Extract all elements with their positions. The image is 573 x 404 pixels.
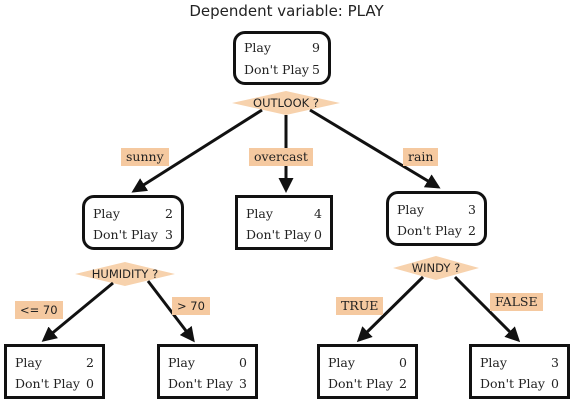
windy-split-label: WINDY ? <box>411 261 461 275</box>
edge-label-false: FALSE <box>490 293 543 311</box>
node-play-count: 2 <box>165 206 173 221</box>
node-dont-play-label: Don't Play <box>246 227 311 242</box>
edge-rain-true <box>356 275 425 343</box>
node-dont-play-count: 5 <box>312 62 320 77</box>
node-dont-play-label: Don't Play <box>480 376 545 391</box>
edge-root-rain <box>309 108 441 189</box>
node-play-label: Play <box>397 202 424 217</box>
node-play-label: Play <box>244 40 271 55</box>
humidity-split-label: HUMIDITY ? <box>91 267 159 281</box>
edge-label-gt70: > 70 <box>172 297 210 315</box>
edge-label-sunny: sunny <box>121 148 169 166</box>
node-dont-play-label: Don't Play <box>328 376 393 391</box>
node-play-count: 0 <box>399 355 407 370</box>
edge-label-rain: rain <box>403 148 439 166</box>
node-rain: Play 3 Don't Play 2 <box>386 191 487 246</box>
edge-label-true: TRUE <box>336 297 384 315</box>
node-dont-play-label: Don't Play <box>397 223 462 238</box>
node-dont-play-label: Don't Play <box>244 62 309 77</box>
node-play-label: Play <box>246 206 273 221</box>
humidity-split-diamond <box>75 262 175 286</box>
edge-label-le70: <= 70 <box>15 301 63 319</box>
node-dont-play-label: Don't Play <box>93 227 158 242</box>
node-windy-false: Play 3 Don't Play 0 <box>469 344 570 399</box>
node-windy-true: Play 0 Don't Play 2 <box>317 344 418 399</box>
node-dont-play-label: Don't Play <box>168 376 233 391</box>
node-dont-play-label: Don't Play <box>15 376 80 391</box>
edge-root-sunny <box>131 108 263 193</box>
node-play-count: 0 <box>239 355 247 370</box>
node-play-count: 2 <box>86 355 94 370</box>
node-humidity-le70: Play 2 Don't Play 0 <box>4 344 105 399</box>
node-play-label: Play <box>480 355 507 370</box>
node-play-label: Play <box>168 355 195 370</box>
node-dont-play-count: 0 <box>86 376 94 391</box>
windy-split-diamond <box>393 256 479 280</box>
node-dont-play-count: 2 <box>468 223 476 238</box>
node-play-label: Play <box>328 355 355 370</box>
node-dont-play-count: 3 <box>165 227 173 242</box>
edge-rain-false <box>453 275 521 343</box>
node-humidity-gt70: Play 0 Don't Play 3 <box>157 344 258 399</box>
node-sunny: Play 2 Don't Play 3 <box>82 195 184 250</box>
node-dont-play-count: 2 <box>399 376 407 391</box>
edge-label-overcast: overcast <box>249 148 313 166</box>
node-dont-play-count: 0 <box>551 376 559 391</box>
node-play-label: Play <box>93 206 120 221</box>
node-play-label: Play <box>15 355 42 370</box>
outlook-split-label: OUTLOOK ? <box>253 96 319 110</box>
node-dont-play-count: 3 <box>239 376 247 391</box>
outlook-split-diamond <box>232 91 340 115</box>
node-play-count: 4 <box>314 206 322 221</box>
node-root: Play 9 Don't Play 5 <box>233 31 331 85</box>
node-overcast: Play 4 Don't Play 0 <box>235 195 333 250</box>
node-play-count: 3 <box>468 202 476 217</box>
node-play-count: 9 <box>312 40 320 55</box>
node-play-count: 3 <box>551 355 559 370</box>
edge-sunny-le70 <box>41 281 114 342</box>
diagram-title: Dependent variable: PLAY <box>189 2 384 20</box>
node-dont-play-count: 0 <box>314 227 322 242</box>
edge-sunny-gt70 <box>146 280 195 343</box>
